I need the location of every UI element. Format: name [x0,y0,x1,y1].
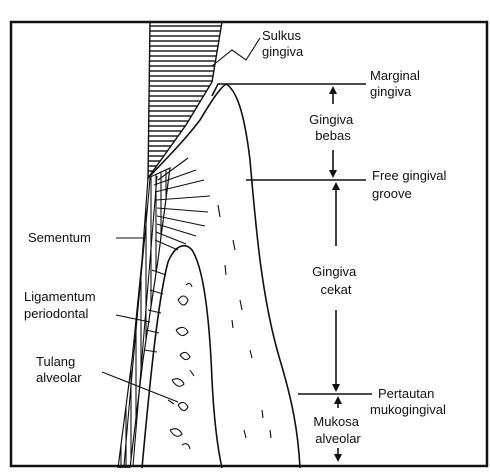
label-sementum: Sementum [28,230,91,245]
label-pertautan-mukogingival: Pertautan mukogingival [370,386,446,417]
bone-texture [168,283,194,449]
label-ligamentum-periodontal: Ligamentum periodontal [24,289,99,321]
label-gingiva-cekat: Gingiva cekat [312,264,360,297]
root-cementum-strip [118,168,170,468]
label-mukosa-alveolar: Mukosa alveolar [313,414,362,446]
label-free-gingival-groove: Free gingival groove [372,168,450,201]
label-gingiva-bebas: Gingiva bebas [309,112,357,143]
gingiva-strokes [218,205,271,438]
label-sulkus-gingiva: Sulkus gingiva [262,28,305,59]
label-tulang-alveolar: Tulang alveolar [36,354,82,385]
enamel-region [148,22,222,178]
label-marginal-gingiva: Marginal gingiva [370,68,423,99]
